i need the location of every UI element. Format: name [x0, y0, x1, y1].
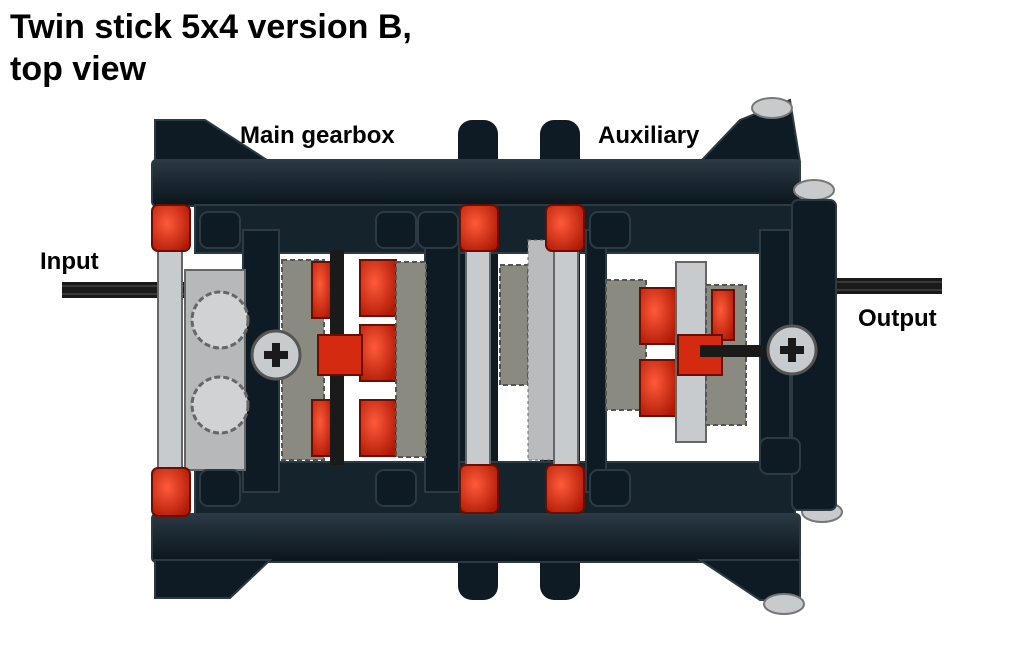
label-auxiliary: Auxiliary: [598, 122, 700, 149]
title-line-2: top view: [10, 50, 147, 88]
label-main-gearbox: Main gearbox: [240, 122, 395, 149]
red-bushings: [151, 204, 585, 517]
main-shift-lever: [250, 329, 363, 381]
vertical-axles: [157, 234, 579, 486]
auxiliary-shift-lever: [677, 324, 818, 376]
label-output: Output: [858, 305, 937, 332]
label-input: Input: [40, 248, 99, 275]
title-line-1: Twin stick 5x4 version B,: [10, 8, 412, 46]
connector-blocks: [199, 211, 801, 507]
main-gearbox-gears: [184, 250, 427, 471]
diagram-title: Twin stick 5x4 version B, top view: [10, 6, 412, 90]
bottom-frame-beam: [151, 513, 801, 601]
center-gears: [499, 239, 559, 461]
